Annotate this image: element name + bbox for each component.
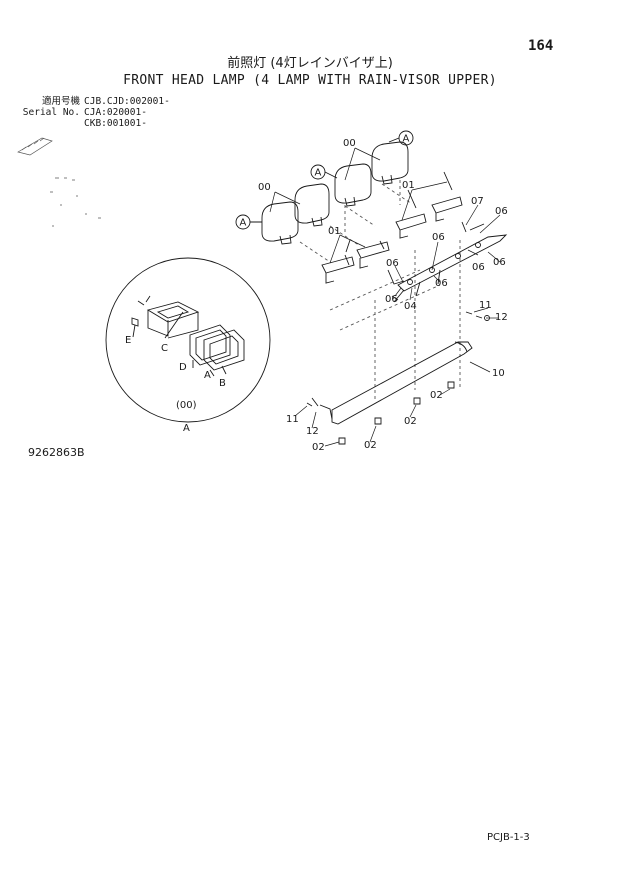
serial-row-3: CKB:001001- xyxy=(84,118,147,129)
detail-part-a: A xyxy=(204,370,211,381)
callout-part-06-d: 06 xyxy=(493,257,506,268)
callout-part-11-left: 11 xyxy=(286,414,299,425)
lamp-assembly-lower xyxy=(261,183,330,245)
callout-lamps-a: 00 xyxy=(343,138,356,149)
callout-part-12-right: 12 xyxy=(495,312,508,323)
serial-row-1: CJB.CJD:002001- xyxy=(84,96,170,107)
bracket-row-left xyxy=(321,239,390,284)
lamp-assembly-upper xyxy=(334,141,409,207)
figure-number: 9262863B xyxy=(28,446,85,459)
detail-part-b: B xyxy=(219,378,226,389)
serial-label-english: Serial No. xyxy=(22,107,80,118)
serial-number-block: 適用号機 CJB.CJD:002001- Serial No. CJA:0200… xyxy=(22,96,170,129)
callout-lamps-b: 00 xyxy=(258,182,271,193)
wiring-harness xyxy=(387,221,508,303)
leader-lines xyxy=(269,147,501,447)
detail-circle-label: A xyxy=(183,423,190,434)
hidden-lines xyxy=(299,180,461,400)
callout-part-07: 07 xyxy=(471,196,484,207)
detail-part-e: E xyxy=(125,335,131,346)
callout-part-02-b: 02 xyxy=(404,416,417,427)
callout-part-06-b: 06 xyxy=(432,232,445,243)
serial-row-2: CJA:020001- xyxy=(84,107,147,118)
callout-bracket-left: 01 xyxy=(328,226,341,237)
callout-part-12-left: 12 xyxy=(306,426,319,437)
callout-part-06-e: 06 xyxy=(386,258,399,269)
callout-part-06-f: 06 xyxy=(435,278,448,289)
machine-outline-hint xyxy=(17,137,101,227)
callout-part-02-c: 02 xyxy=(364,440,377,451)
rain-visor-stay xyxy=(319,341,473,425)
page-title-english: FRONT HEAD LAMP (4 LAMP WITH RAIN-VISOR … xyxy=(123,73,497,88)
callout-part-04: 04 xyxy=(404,301,417,312)
callout-cover-3: A xyxy=(240,218,247,229)
detail-part-c: C xyxy=(161,343,168,354)
bracket-row-right xyxy=(395,171,463,239)
page-title-japanese: 前照灯 (4灯レインバイザ上) xyxy=(227,56,393,71)
callout-part-10: 10 xyxy=(492,368,505,379)
detail-part-d: D xyxy=(179,362,187,373)
callout-part-11-right: 11 xyxy=(479,300,492,311)
callout-part-02-d: 02 xyxy=(312,442,325,453)
callout-part-06-c: 06 xyxy=(472,262,485,273)
callout-labels: 00 00 01 01 A A A 07 06 06 06 06 06 06 0… xyxy=(125,134,508,454)
lamp-detail-view xyxy=(105,257,271,423)
callout-cover-1: A xyxy=(403,134,410,145)
serial-label-japanese: 適用号機 xyxy=(41,96,80,107)
callout-cover-2: A xyxy=(315,168,322,179)
callout-part-06-a: 06 xyxy=(495,206,508,217)
detail-label: (00) xyxy=(176,400,197,411)
callout-part-06-g: 06 xyxy=(385,294,398,305)
footer-code: PCJB-1-3 xyxy=(487,832,530,843)
cover-markers xyxy=(235,130,414,230)
callout-bracket-right: 01 xyxy=(402,180,415,191)
fasteners xyxy=(306,311,490,445)
callout-part-02-a: 02 xyxy=(430,390,443,401)
page-number: 164 xyxy=(528,38,554,54)
